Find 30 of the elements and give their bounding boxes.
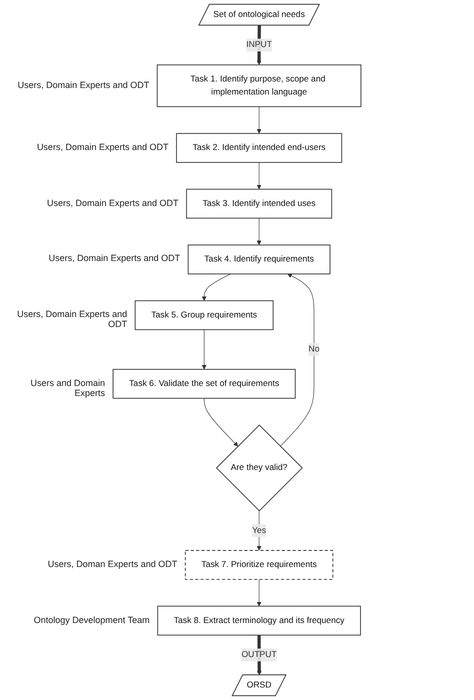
node-box: Task 5. Group requirements [134, 300, 274, 330]
role-caption: Users, Domain Experts and ODT [36, 142, 168, 152]
role-caption: Users, Domain Experts and ODT [48, 253, 180, 264]
role-caption: Users, Domain Experts and ODT [16, 309, 128, 330]
arrow [256, 510, 262, 551]
edge-label: INPUT [246, 40, 272, 50]
arrow [256, 106, 262, 134]
role-caption: Ontology Development Team [32, 614, 150, 625]
edge-label: OUTPUT [241, 650, 277, 660]
node-box: Task 4. Identify requirements [188, 244, 330, 274]
arrow [256, 162, 262, 190]
node-box: Task 2. Identify intended end-users [176, 133, 342, 163]
node-box: Task 1. Identify purpose, scope and implementation language [156, 64, 362, 108]
edge-label: Yes [252, 526, 266, 535]
node-box: Task 7. Prioritize requirements [184, 550, 334, 580]
role-caption: Users, Domain Experts and ODT [46, 198, 178, 208]
edge-label: No [308, 344, 320, 354]
role-caption: Users, Domain Experts and ODT [16, 80, 150, 90]
role-caption: Users, Doman Experts and ODT [46, 558, 178, 569]
arrow [202, 329, 207, 370]
arrow [256, 218, 262, 246]
node-box: Task 8. Extract terminology and its frequency [157, 606, 361, 636]
role-caption: Users and Domain Experts [30, 378, 106, 398]
node-box: Task 3. Identify intended uses [186, 188, 332, 219]
arrow [280, 274, 314, 447]
arrow [256, 579, 262, 606]
node-box: Task 6. Validate the set of requirements [112, 368, 296, 399]
arrow [202, 274, 231, 301]
arrow [204, 398, 238, 446]
node-diamond: Are they valid? [216, 424, 303, 512]
